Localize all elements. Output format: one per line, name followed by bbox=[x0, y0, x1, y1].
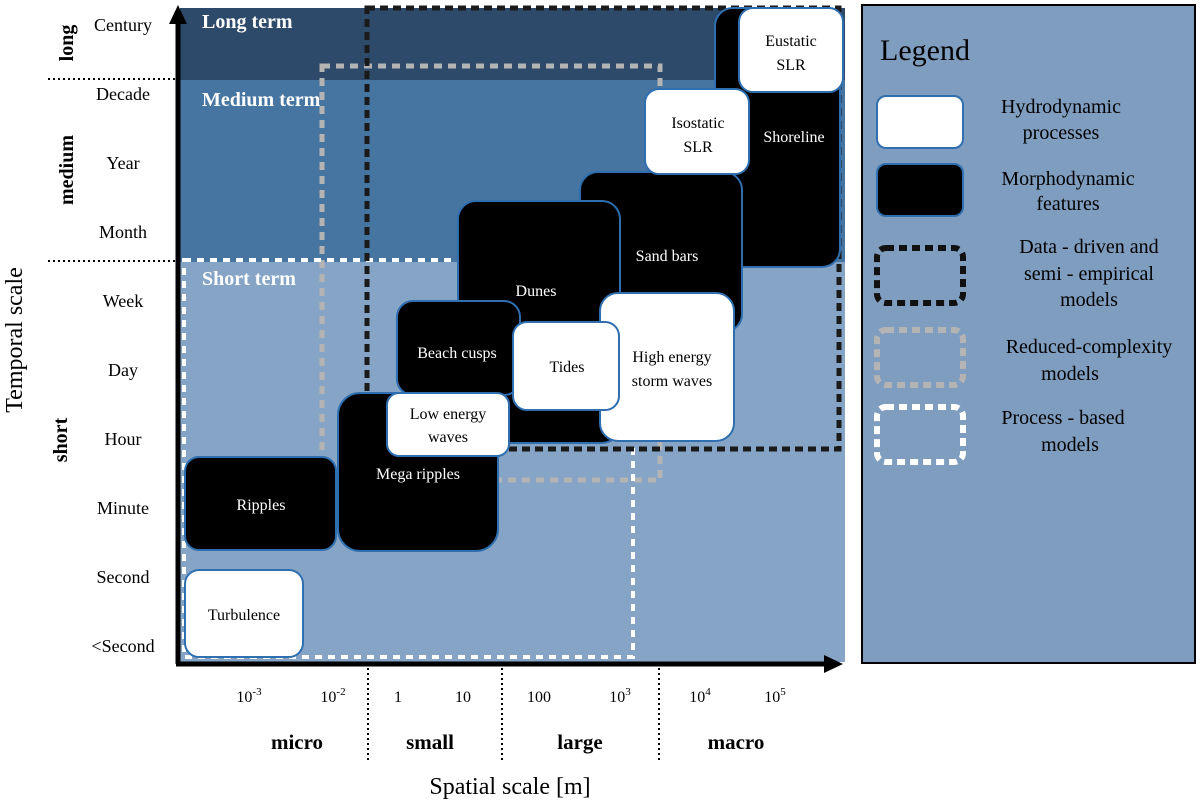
isostatic-slr-box bbox=[644, 88, 750, 175]
eustatic-slr-box bbox=[738, 7, 844, 93]
legend-process-line-2: models bbox=[1041, 434, 1099, 456]
reduced-complexity-outline bbox=[319, 63, 663, 483]
low-energy-label-1: Low energy bbox=[410, 406, 487, 423]
legend-process-line-1: Process - based bbox=[1001, 407, 1124, 429]
y-category-short: short bbox=[50, 417, 72, 462]
x-axis-title: Spatial scale [m] bbox=[429, 774, 590, 800]
y-tick-month: Month bbox=[99, 222, 147, 242]
y-tick-day: Day bbox=[108, 360, 138, 380]
y-tick-year: Year bbox=[106, 153, 139, 173]
zone-label-medium: Medium term bbox=[202, 89, 321, 111]
beach-cusps-label: Beach cusps bbox=[417, 345, 497, 362]
y-tick-second: Second bbox=[97, 567, 150, 587]
tides-box bbox=[512, 321, 620, 411]
legend-swatch-process-based bbox=[874, 404, 966, 465]
y-category-long: long bbox=[56, 25, 78, 62]
y-category-medium: medium bbox=[56, 135, 78, 205]
y-tick-week: Week bbox=[103, 291, 144, 311]
x-tick-6: 103 bbox=[609, 686, 631, 706]
eustatic-label-2: SLR bbox=[776, 57, 806, 74]
legend-reduced-line-1: Reduced-complexity bbox=[1006, 336, 1173, 358]
low-energy-label-2: waves bbox=[428, 429, 468, 446]
sand-bars-label: Sand bars bbox=[636, 248, 699, 265]
x-tick-4: 10 bbox=[455, 689, 471, 706]
dunes-label: Dunes bbox=[516, 283, 557, 300]
isostatic-label-1: Isostatic bbox=[671, 115, 724, 132]
high-energy-label-2: storm waves bbox=[632, 373, 712, 390]
ripples-box bbox=[184, 456, 337, 551]
y-tick-minute: Minute bbox=[97, 498, 149, 518]
shoreline-label: Shoreline bbox=[763, 129, 824, 146]
legend-swatch-data-driven bbox=[874, 245, 966, 306]
tides-label: Tides bbox=[550, 359, 585, 376]
high-energy-box bbox=[599, 292, 735, 442]
y-tick-subsecond: <Second bbox=[91, 636, 154, 656]
x-tick-7: 104 bbox=[689, 686, 711, 706]
ripples-label: Ripples bbox=[237, 497, 286, 514]
turbulence-box bbox=[184, 569, 304, 658]
zone-label-short: Short term bbox=[202, 268, 296, 290]
turbulence-label: Turbulence bbox=[208, 607, 280, 624]
x-category-micro: micro bbox=[271, 730, 323, 754]
x-category-large: large bbox=[557, 730, 602, 754]
x-tick-8: 105 bbox=[764, 686, 786, 706]
legend-data-line-3: models bbox=[1060, 289, 1118, 311]
isostatic-label-2: SLR bbox=[683, 139, 713, 156]
x-tick-3: 1 bbox=[394, 689, 402, 706]
x-tick-1: 10-3 bbox=[236, 686, 262, 706]
x-tick-2: 10-2 bbox=[320, 686, 345, 706]
legend-swatch-hydrodynamic bbox=[876, 95, 964, 149]
y-tick-century: Century bbox=[94, 15, 152, 35]
x-category-macro: macro bbox=[708, 730, 765, 754]
y-axis-arrowhead bbox=[169, 5, 187, 24]
legend-hydro-line-1: Hydrodynamic bbox=[1001, 96, 1121, 118]
legend-morpho-line-2: features bbox=[1036, 193, 1100, 215]
x-axis-arrowhead bbox=[824, 655, 843, 673]
legend-reduced-line-2: models bbox=[1041, 363, 1099, 385]
high-energy-label-1: High energy bbox=[632, 349, 711, 366]
legend-data-line-1: Data - driven and bbox=[1019, 236, 1158, 258]
mega-ripples-label: Mega ripples bbox=[376, 466, 460, 483]
low-energy-box bbox=[386, 392, 510, 457]
legend-morpho-line-1: Morphodynamic bbox=[1001, 168, 1134, 190]
legend-title: Legend bbox=[880, 34, 970, 67]
y-tick-hour: Hour bbox=[105, 429, 142, 449]
x-tick-5: 100 bbox=[527, 689, 551, 706]
legend-data-line-2: semi - empirical bbox=[1024, 263, 1154, 285]
x-category-small: small bbox=[406, 730, 454, 754]
process-based-outline bbox=[182, 258, 635, 659]
eustatic-label-1: Eustatic bbox=[765, 33, 817, 50]
y-axis-title: Temporal scale bbox=[2, 267, 28, 413]
zone-label-long: Long term bbox=[202, 11, 293, 33]
legend-swatch-morphodynamic bbox=[876, 163, 964, 217]
legend-hydro-line-2: processes bbox=[1023, 122, 1100, 144]
y-tick-decade: Decade bbox=[96, 84, 150, 104]
legend-swatch-reduced-complexity bbox=[874, 327, 966, 388]
